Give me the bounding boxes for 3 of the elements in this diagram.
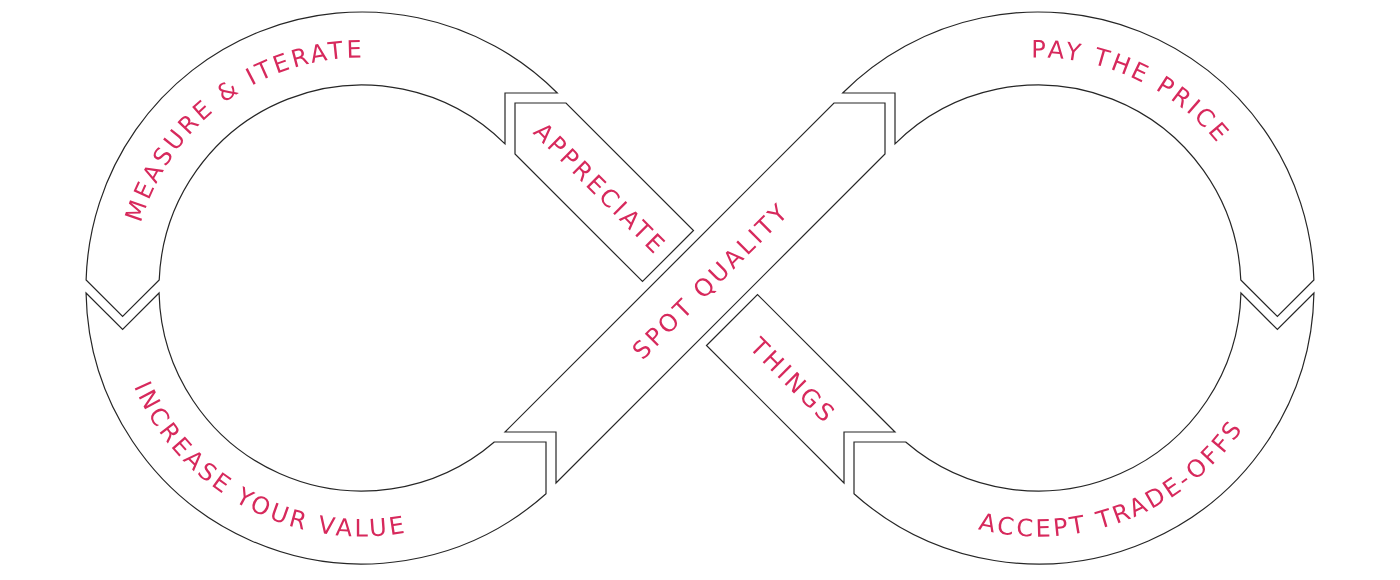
- curved-arrow-band: [85, 292, 547, 565]
- curved-arrow-band: [853, 292, 1315, 565]
- curved-arrow-band: [842, 11, 1315, 318]
